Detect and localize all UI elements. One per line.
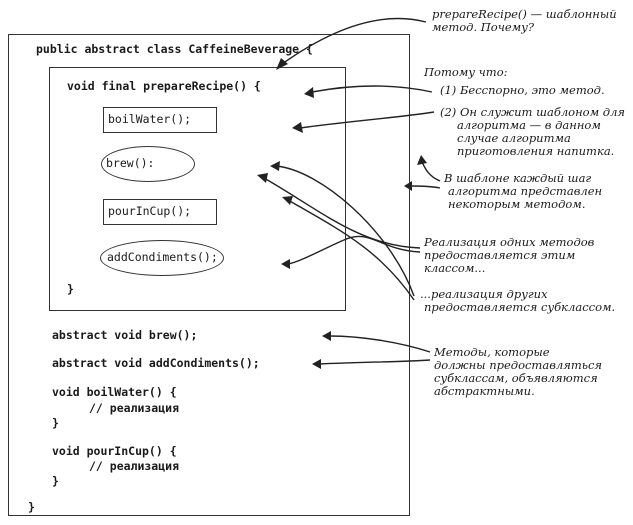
arrow-steps-2 — [409, 185, 441, 189]
arrowhead-abstract-2 — [312, 359, 321, 369]
boil-water-step: boilWater(); — [108, 112, 192, 126]
annotation-reason-1: (1) Бесспорно, это метод. — [440, 83, 605, 97]
arrow-subclass-1 — [275, 165, 415, 297]
arrowhead-this-class-2 — [281, 259, 290, 269]
prepare-recipe-close-brace: } — [67, 282, 74, 296]
arrow-this-class-2 — [287, 235, 421, 265]
add-condiments-step-ellipse — [100, 240, 224, 276]
arrow-reason-2 — [299, 111, 435, 129]
arrowhead-steps — [417, 155, 427, 165]
arrow-this-class-1 — [263, 177, 421, 249]
abstract-brew-declaration: abstract void brew(); — [52, 328, 198, 342]
arrowhead-reason-1 — [304, 87, 314, 98]
arrow-subclass-2 — [287, 199, 415, 301]
boil-water-declaration: void boilWater() { — [52, 385, 177, 399]
annotation-because: Потому что: — [424, 65, 508, 79]
arrow-reason-1 — [311, 85, 433, 93]
pour-in-cup-step-box — [103, 199, 217, 225]
class-declaration: public abstract class CaffeineBeverage { — [36, 42, 313, 56]
annotation-steps-as-methods: В шаблоне каждый шаг алгоритма представл… — [444, 171, 603, 211]
boil-water-body-comment: // реализация — [89, 401, 180, 415]
arrowhead-this-class-1 — [257, 173, 268, 183]
arrowhead-abstract-1 — [322, 331, 331, 341]
prepare-recipe-declaration: void final prepareRecipe() { — [67, 79, 261, 93]
arrowhead-reason-2 — [292, 122, 303, 133]
arrowhead-template-method — [276, 58, 288, 70]
arrow-template-method — [281, 17, 427, 65]
class-close-brace: } — [28, 500, 35, 514]
abstract-add-condiments-declaration: abstract void addCondiments(); — [52, 356, 260, 370]
add-condiments-step: addCondiments(); — [107, 250, 218, 264]
arrowhead-subclass-1 — [270, 161, 280, 171]
arrow-abstract-1 — [329, 335, 431, 353]
class-frame — [8, 34, 410, 516]
brew-step: brew(): — [106, 156, 155, 170]
pour-in-cup-step: pourInCup(); — [108, 204, 192, 218]
pour-in-cup-close-brace: } — [52, 474, 59, 488]
boil-water-step-box — [103, 107, 217, 133]
arrowhead-steps-2 — [404, 181, 412, 191]
brew-step-ellipse — [101, 146, 195, 182]
template-method-frame — [49, 67, 346, 311]
arrowhead-subclass-2 — [282, 196, 293, 205]
boil-water-close-brace: } — [52, 416, 59, 430]
arrow-abstract-2 — [319, 359, 431, 365]
pour-in-cup-declaration: void pourInCup() { — [52, 444, 177, 458]
arrow-steps — [421, 161, 441, 182]
annotation-reason-2: (2) Он служит шаблоном для алгоритма — в… — [440, 105, 626, 158]
pour-in-cup-body-comment: // реализация — [89, 459, 180, 473]
